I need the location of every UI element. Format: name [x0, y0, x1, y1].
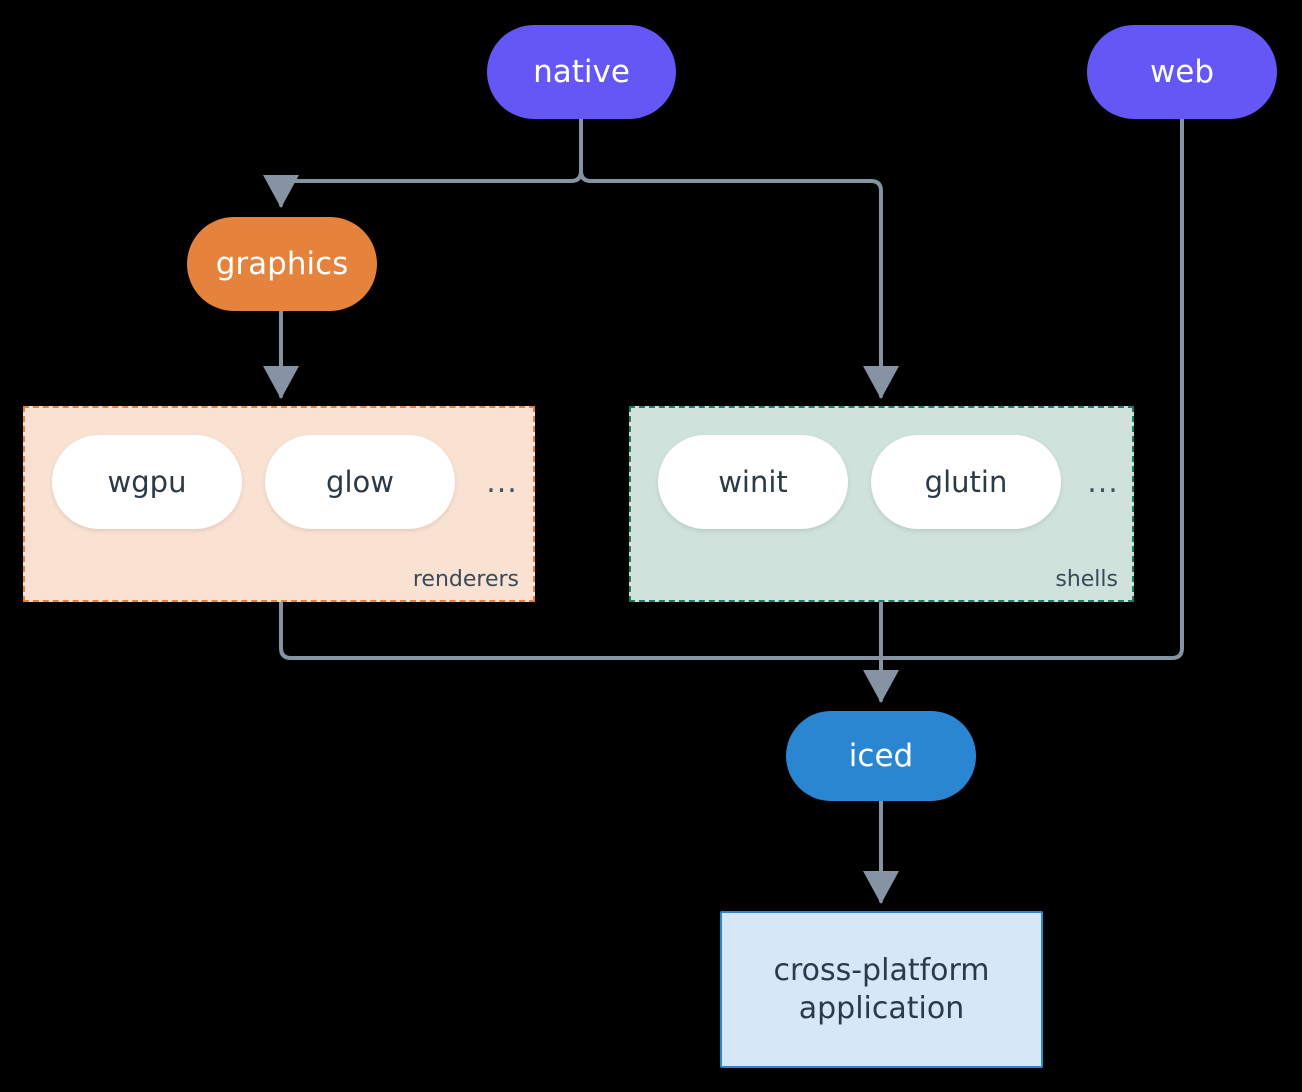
group-renderers: wgpu glow ... renderers — [23, 406, 535, 602]
chip-winit-label: winit — [718, 465, 788, 499]
chip-glow-label: glow — [326, 465, 394, 499]
node-iced-label: iced — [848, 737, 914, 774]
node-web[interactable]: web — [1087, 25, 1277, 119]
shells-overflow-ellipsis: ... — [1087, 464, 1119, 500]
node-cross-platform-application[interactable]: cross-platform application — [720, 911, 1043, 1068]
group-shells: winit glutin ... shells — [629, 406, 1134, 602]
node-graphics-label: graphics — [215, 245, 349, 282]
group-shells-label: shells — [1055, 567, 1118, 592]
group-renderers-label: renderers — [412, 567, 519, 592]
chip-glutin-label: glutin — [924, 465, 1008, 499]
edge-native-to-graphics — [263, 111, 583, 208]
node-native-label: native — [533, 53, 630, 90]
renderers-overflow-ellipsis: ... — [486, 464, 518, 500]
chip-glow[interactable]: glow — [265, 435, 455, 529]
node-application-label: cross-platform application — [773, 953, 990, 1026]
chip-glutin[interactable]: glutin — [871, 435, 1061, 529]
node-graphics[interactable]: graphics — [187, 217, 377, 311]
edge-native-to-shells — [579, 111, 899, 399]
node-iced[interactable]: iced — [786, 711, 976, 801]
chip-wgpu[interactable]: wgpu — [52, 435, 242, 529]
chip-wgpu-label: wgpu — [107, 465, 187, 499]
node-native[interactable]: native — [487, 25, 676, 119]
chip-winit[interactable]: winit — [658, 435, 848, 529]
edge-renderers-to-iced — [279, 600, 883, 660]
node-web-label: web — [1149, 53, 1215, 90]
